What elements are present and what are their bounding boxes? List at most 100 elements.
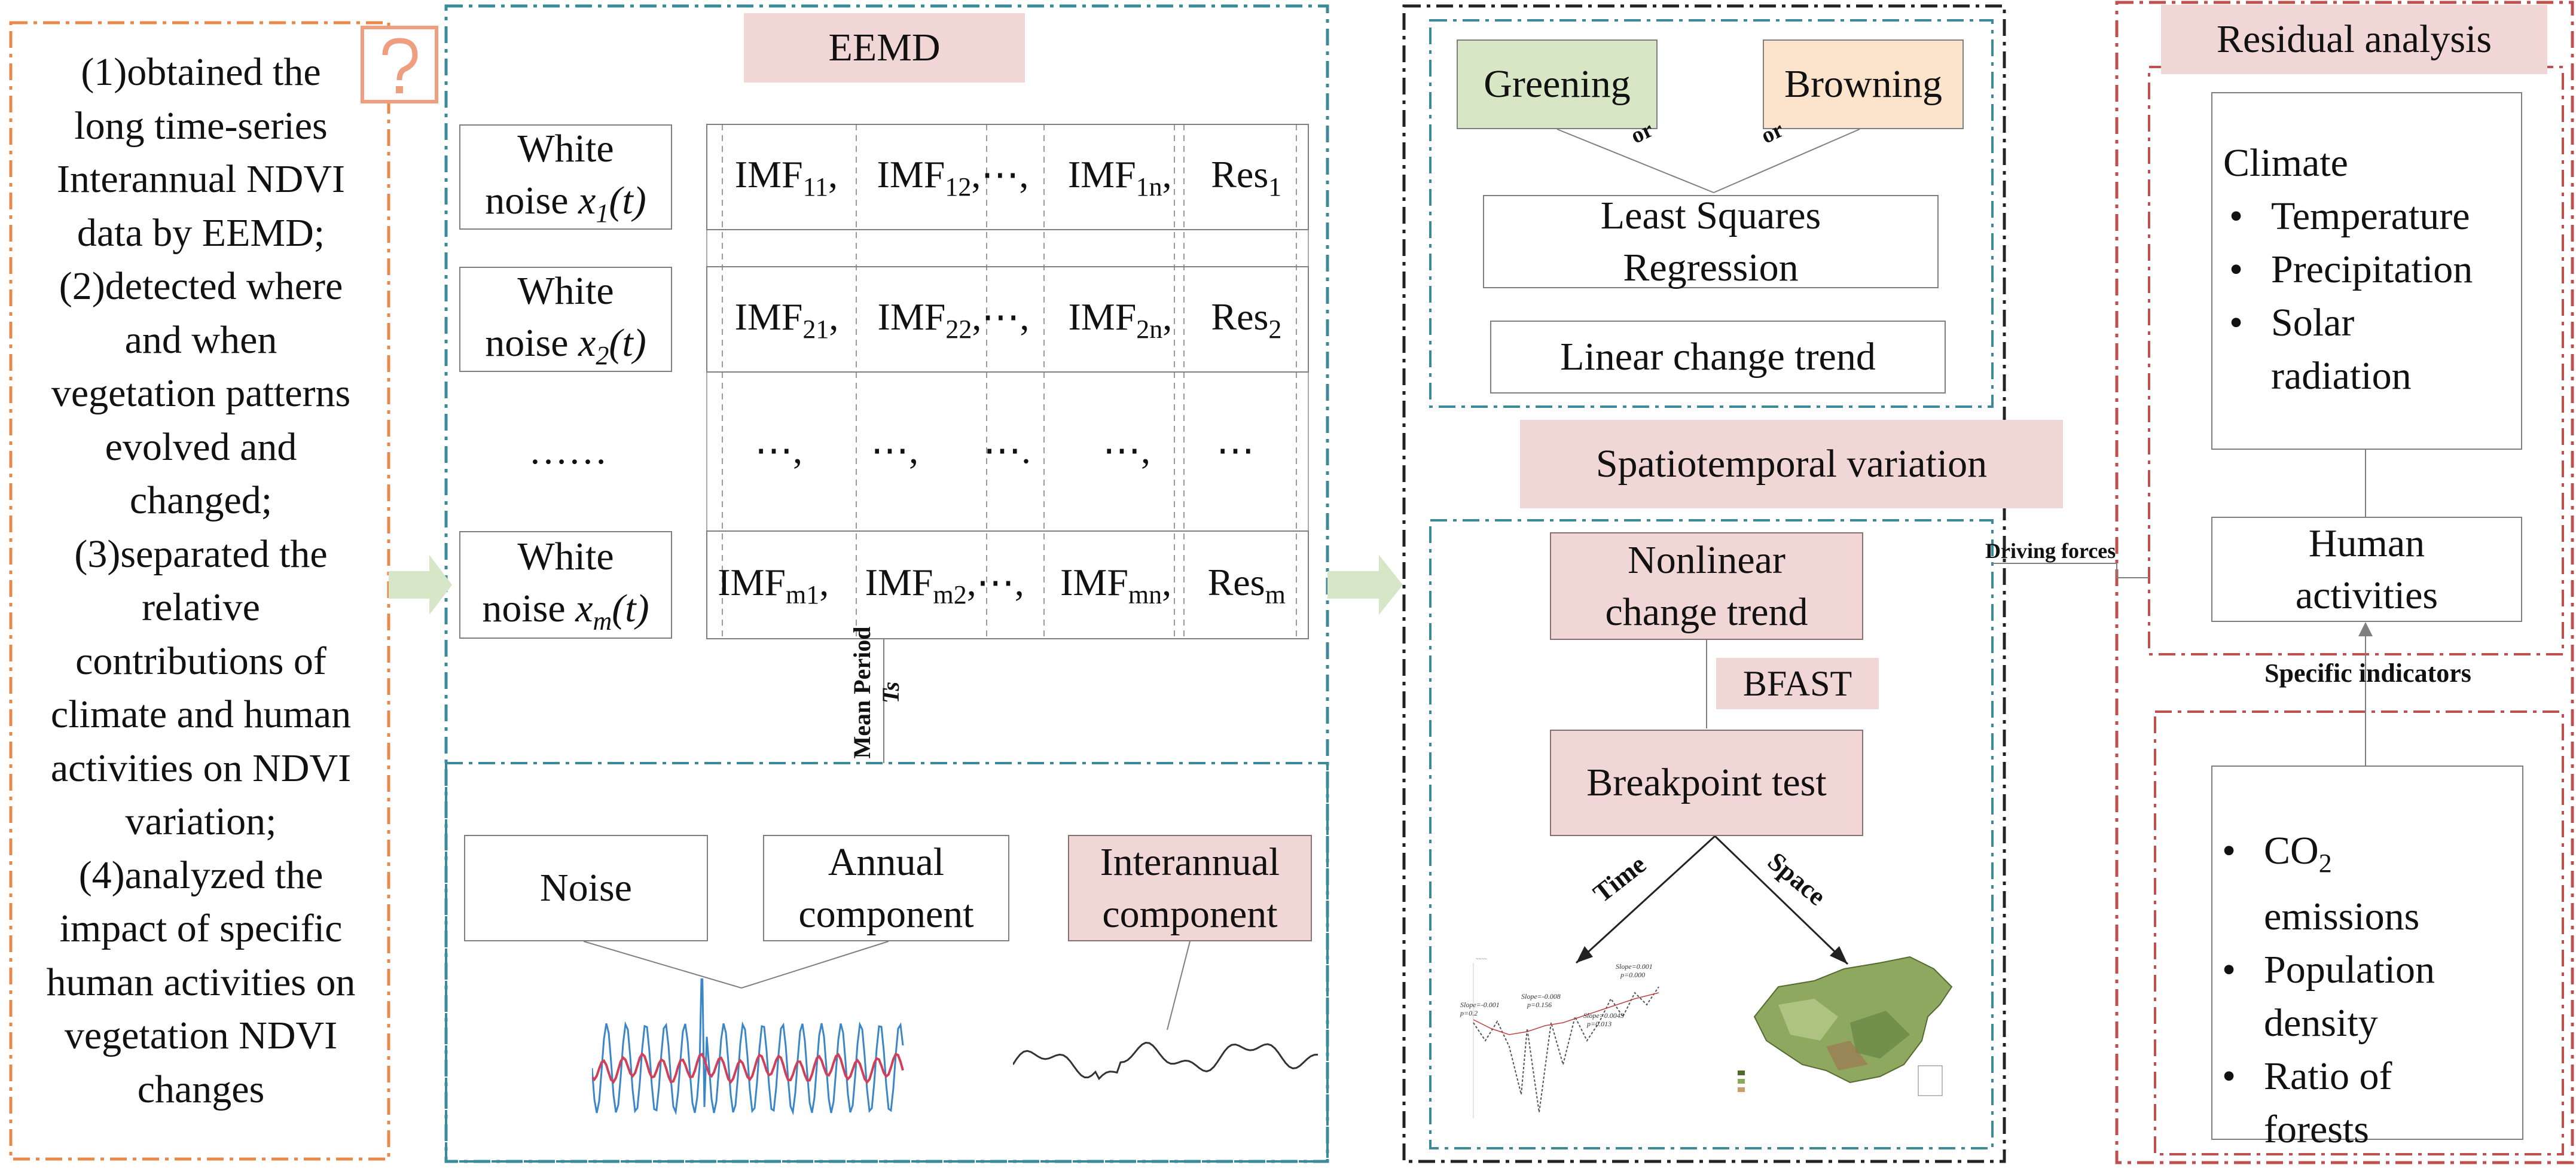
ellipsis-cell-4: ⋯, [1103,429,1150,471]
imf-cell: IMF12,⋯, [877,153,1029,202]
driving-forces-label: Driving forces [1985,539,2116,563]
annual-component-box: Annual component [763,835,1009,941]
least-squares-box: Least Squares Regression [1483,194,1939,289]
svg-text:p=0.156: p=0.156 [1527,1001,1552,1009]
question-mark-icon [361,26,438,103]
indicator-list: CO2 emissions Population density Ratio o… [2216,824,2479,1156]
objective-line: Interannual NDVI [57,157,345,201]
interannual-component-box: Interannual component [1068,835,1312,941]
objective-line: relative [142,585,260,629]
objective-line: variation; [125,800,277,843]
eemd-title: EEMD [744,13,1025,83]
imf-cell: IMF2n, [1068,295,1173,344]
imf-cell: Res2 [1211,295,1282,344]
linear-panel-border [1429,19,1994,408]
human-activities-box: Human activities [2211,517,2522,622]
specific-indicators-label: Specific indicators [2264,658,2471,688]
residual-analysis-title: Residual analysis [2161,5,2547,74]
objective-line: impact of specific [59,907,343,950]
ellipsis-cell-5: ⋯ [1216,429,1255,471]
climate-heading: Climate [2223,141,2348,185]
objective-line: (2)detected where [59,264,343,308]
imf-cell: IMF1n, [1067,153,1172,202]
trend-panel-border [1402,4,2006,1163]
imf-cell: Resm [1207,560,1286,609]
objective-line: activities on NDVI [50,746,352,790]
svg-text:p=0.2: p=0.2 [1460,1009,1478,1017]
imf-row-m: IMFm1, IMFm2,⋯, IMFmn, Resm [700,531,1304,639]
climate-item-temperature: Temperature [2223,190,2473,243]
objective-line: vegetation patterns [51,371,351,415]
indicators-panel-border [2154,710,2564,1155]
slope-annotation-1: Slope=-0.001 [1460,1001,1500,1009]
imf-cell: Res1 [1211,153,1282,202]
imf-row-1: IMF11, IMF12,⋯, IMF1n, Res1 [715,124,1301,230]
imf-cell: IMF22,⋯, [877,295,1030,344]
bfast-label: BFAST [1716,658,1879,709]
climate-box: Climate Temperature Precipitation Solar … [2211,92,2522,450]
objective-line: changes [137,1067,265,1111]
nonlinear-trend-box: Nonlinear change trend [1550,532,1863,640]
imf-cell: IMF21, [734,295,839,344]
svg-text:p=0.013: p=0.013 [1586,1020,1611,1028]
interannual-signal-plot [1013,1041,1318,1081]
annual-connector [741,941,889,989]
white-noise-box-1: White noise x1(t) [459,124,672,230]
climate-factor-list: Temperature Precipitation Solar radiatio… [2223,190,2473,402]
mean-period-label: Mean Period Ts [849,626,904,759]
objective-line: climate and human [50,693,352,736]
ellipsis-cell-1: ⋯, [755,429,802,471]
noise-signal-plot [592,978,904,1116]
arrow-to-eemd [389,555,452,615]
climate-item-precipitation: Precipitation [2223,243,2473,296]
svg-text:~~~~: ~~~~ [1476,956,1487,962]
noise-box: Noise [464,835,708,941]
noise-connector [583,941,742,989]
breakpoint-time-series-plot: ~~~~ Slope=-0.001 p=0.2 Slope=-0.008 p=0… [1460,956,1659,1118]
slope-annotation-3: Slope=0.0043 [1583,1011,1624,1020]
indicator-co2: CO2 emissions [2216,824,2467,943]
objective-line: and when [124,318,277,362]
breakpoint-test-box: Breakpoint test [1550,730,1863,836]
objective-line: (4)analyzed the [78,853,323,897]
interannual-connector [1167,941,1191,1030]
imf-cell: IMFm1, [718,560,829,609]
slope-annotation-2: Slope=-0.008 [1521,992,1561,1001]
china-breakpoint-map [1738,956,1953,1096]
white-noise-box-2: White noise x2(t) [459,267,672,372]
imf-cell: IMF11, [734,153,838,202]
objective-line: evolved and [105,425,297,469]
objective-line: data by EEMD; [77,211,325,255]
indicators-box: CO2 emissions Population density Ratio o… [2211,766,2523,1151]
objective-line: changed; [129,478,273,522]
arrow-to-trend [1327,555,1403,615]
spatiotemporal-title: Spatiotemporal variation [1520,420,2063,508]
objective-line: contributions of [75,639,326,683]
svg-text:p=0.000: p=0.000 [1620,971,1645,979]
browning-box: Browning [1763,39,1964,129]
indicator-ratio-of-forests: Ratio of forests [2216,1050,2455,1156]
climate-item-solar-radiation: Solar radiation [2223,296,2450,402]
imf-cell: IMFmn, [1060,560,1172,609]
ellipsis-cell-2: ⋯, [871,429,918,471]
objective-line: human activities on [46,960,356,1004]
greening-box: Greening [1457,39,1658,129]
objective-line: vegetation NDVI [64,1014,338,1057]
linear-trend-box: Linear change trend [1490,321,1946,394]
white-noise-box-m: White noise xm(t) [459,531,672,639]
slope-annotation-4: Slope=0.001 [1616,962,1653,971]
objective-line: (3)separated the [74,532,328,576]
nonlinear-panel-border [1429,519,1994,1149]
objective-line: (1)obtained the [81,50,321,94]
ellipsis-noise: …… [529,429,608,472]
residual-panel-border [2115,1,2574,1164]
indicator-population-density: Population density [2216,943,2479,1050]
imf-row-boxes [706,124,1309,639]
objective-line: long time-series [74,103,328,148]
components-panel-border [445,762,1329,1163]
ellipsis-cell-3: ⋯. [983,429,1031,471]
imf-cell: IMFm2,⋯, [865,560,1024,609]
imf-row-2: IMF21, IMF22,⋯, IMF2n, Res2 [715,267,1301,372]
